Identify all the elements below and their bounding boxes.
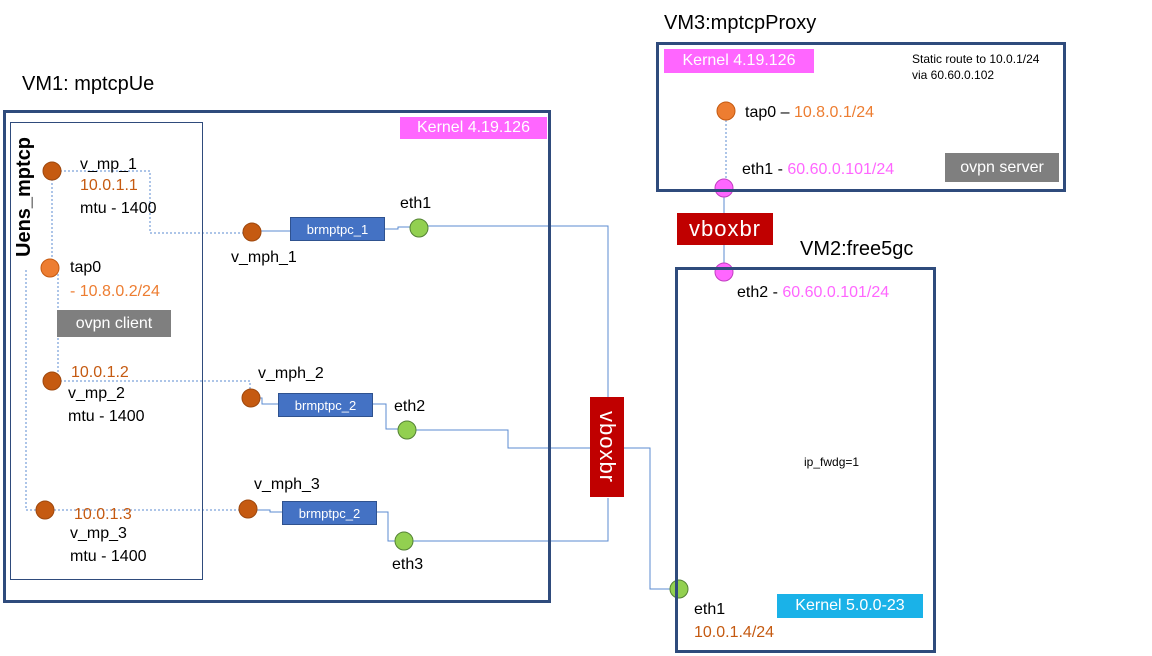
vm3-title: VM3:mptcpProxy xyxy=(664,12,817,34)
vm1-box xyxy=(3,110,551,603)
vm1-title: VM1: mptcpUe xyxy=(22,73,155,95)
vm3-box xyxy=(656,42,1066,192)
tap0-vm3-ip: 10.8.0.1/24 xyxy=(793,104,875,121)
dot-eth1-vm1 xyxy=(409,218,429,238)
namespace-label: Uens_mptcp xyxy=(13,136,35,257)
dot-eth2-vm1 xyxy=(397,420,417,440)
eth2-vm2-name: eth2 - xyxy=(737,284,778,301)
tap0-vm1-name: tap0 xyxy=(70,259,102,276)
eth1-vm3-name: eth1 - xyxy=(742,161,783,178)
eth1-vm1-label: eth1 xyxy=(400,195,432,212)
dot-tap0-vm3 xyxy=(716,101,736,121)
dot-v-mp-2 xyxy=(42,371,62,391)
vboxbr-top: vboxbr xyxy=(677,213,773,245)
v-mp-3-name: v_mp_3 xyxy=(70,525,127,542)
tap0-vm3-text: tap0 – 10.8.0.1/24 xyxy=(745,104,874,122)
ip-fwd-label: ip_fwdg=1 xyxy=(804,455,860,469)
dot-v-mp-1 xyxy=(42,161,62,181)
eth1-vm2-name: eth1 xyxy=(694,601,726,618)
eth3-vm1-label: eth3 xyxy=(392,556,424,573)
bridge-brmptpc-3: brmptpc_2 xyxy=(282,501,377,525)
v-mph-2-label: v_mph_2 xyxy=(258,365,324,382)
eth2-vm2-ip: 60.60.0.101/24 xyxy=(782,284,890,301)
vm3-route-line2: via 60.60.0.102 xyxy=(912,68,995,82)
dot-v-mph-2 xyxy=(241,388,261,408)
eth1-vm2-ip: 10.0.1.4/24 xyxy=(694,624,775,641)
vm3-kernel-tag: Kernel 4.19.126 xyxy=(664,49,814,73)
dot-v-mph-1 xyxy=(242,222,262,242)
vboxbr-middle-label: vboxbr xyxy=(595,410,621,484)
vm1-kernel-tag: Kernel 4.19.126 xyxy=(400,117,547,139)
tap0-vm3-name: tap0 – xyxy=(745,104,790,121)
v-mp-1-name: v_mp_1 xyxy=(80,156,137,173)
link-br1-eth1 xyxy=(384,226,419,230)
dot-v-mp-3 xyxy=(35,500,55,520)
eth1-vm3-ip: 60.60.0.101/24 xyxy=(787,161,895,178)
link-eth3-vboxbr xyxy=(404,498,609,542)
eth2-vm2-text: eth2 - 60.60.0.101/24 xyxy=(737,284,889,302)
tap0-vm1-ip: - 10.8.0.2/24 xyxy=(70,283,160,300)
v-mph-1-label: v_mph_1 xyxy=(231,249,297,266)
vm2-box xyxy=(675,267,936,653)
bridge-brmptpc-1: brmptpc_1 xyxy=(290,217,385,241)
namespace-box xyxy=(10,122,203,580)
link-br2-eth2 xyxy=(372,403,407,430)
link-eth1-vboxbr xyxy=(420,225,609,404)
vboxbr-middle: vboxbr xyxy=(590,397,624,497)
ovpn-server-tag: ovpn server xyxy=(945,153,1059,182)
v-mp-2-name: v_mp_2 xyxy=(68,385,125,402)
dot-tap0-vm1 xyxy=(40,258,60,278)
eth1-vm3-text: eth1 - 60.60.0.101/24 xyxy=(742,161,894,179)
eth2-vm1-label: eth2 xyxy=(394,398,426,415)
v-mp-2-ip: 10.0.1.2 xyxy=(71,364,129,381)
v-mph-3-label: v_mph_3 xyxy=(254,476,320,493)
v-mp-3-ip: 10.0.1.3 xyxy=(74,506,132,523)
dot-eth3-vm1 xyxy=(394,531,414,551)
v-mp-1-mtu: mtu - 1400 xyxy=(80,200,157,217)
dashed-link-vmp1-vmph1 xyxy=(52,170,250,234)
dot-v-mph-3 xyxy=(238,499,258,519)
dot-eth1-vm3 xyxy=(714,178,734,198)
vm2-title: VM2:free5gc xyxy=(800,238,914,260)
v-mp-3-mtu: mtu - 1400 xyxy=(70,548,147,565)
vm3-route-line1: Static route to 10.0.1/24 xyxy=(912,52,1040,66)
v-mp-1-ip: 10.0.1.1 xyxy=(80,177,138,194)
link-eth2-vm2eth1 xyxy=(407,429,678,590)
link-vmph3-br3 xyxy=(248,509,282,513)
dot-eth1-vm2 xyxy=(669,579,689,599)
bridge-brmptpc-2: brmptpc_2 xyxy=(278,393,373,417)
vm2-kernel-tag: Kernel 5.0.0-23 xyxy=(777,594,923,618)
v-mp-2-mtu: mtu - 1400 xyxy=(68,408,145,425)
ovpn-client-tag: ovpn client xyxy=(57,310,171,337)
